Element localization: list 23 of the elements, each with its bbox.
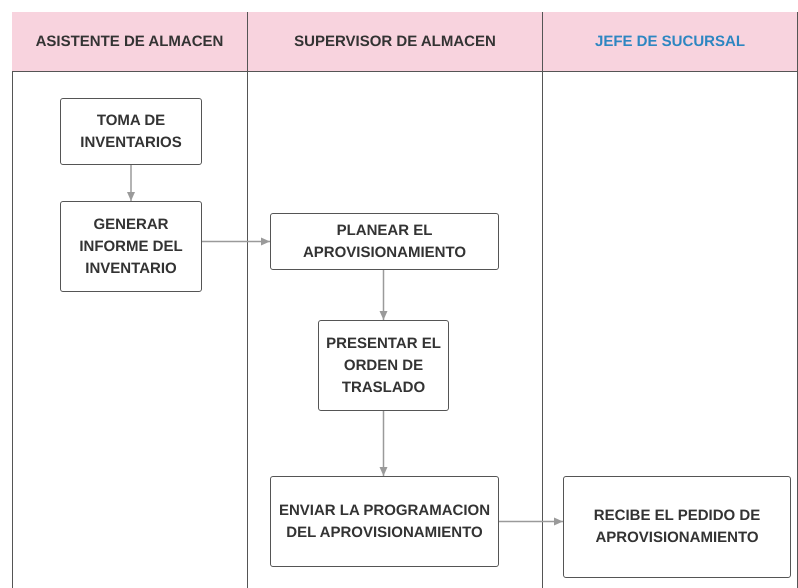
process-text: ENVIAR LA PROGRAMACION DEL APROVISIONAMIENTO <box>278 500 492 542</box>
swimlane <box>543 12 798 588</box>
arrow <box>499 518 563 526</box>
arrow <box>127 165 135 201</box>
process-box <box>270 476 499 567</box>
process-text: PLANEAR EL APROVISIONAMIENTO <box>302 220 468 262</box>
process-text: TOMA DE INVENTARIOS <box>79 110 183 152</box>
process-box <box>60 201 202 292</box>
lane-title: ASISTENTE DE ALMACEN <box>36 32 224 52</box>
process-text: GENERAR INFORME DEL INVENTARIO <box>78 214 184 278</box>
arrow <box>202 238 270 246</box>
lane-title: SUPERVISOR DE ALMACEN <box>294 32 496 52</box>
arrow <box>380 270 388 320</box>
swimlane <box>12 12 248 588</box>
process-box <box>270 213 499 270</box>
process-box <box>318 320 449 411</box>
lane-title: JEFE DE SUCURSAL <box>594 32 746 52</box>
arrow <box>380 411 388 476</box>
swimlane <box>248 12 543 588</box>
process-text: RECIBE EL PEDIDO DE APROVISIONAMIENTO <box>592 506 762 548</box>
process-box <box>563 476 791 578</box>
process-text: PRESENTAR EL ORDEN DE TRASLADO <box>325 334 442 398</box>
process-box <box>60 98 202 165</box>
